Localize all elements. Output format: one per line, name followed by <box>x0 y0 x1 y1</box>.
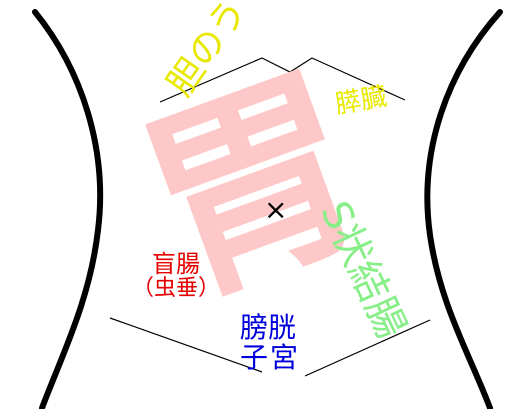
cecum-label: 盲腸 <box>152 250 200 278</box>
left-inguinal-line <box>109 317 263 373</box>
bladder-label: 膀胱 <box>240 311 297 344</box>
right-torso-outline <box>424 9 503 409</box>
appendix-label: （虫垂） <box>132 276 221 301</box>
center-cross-mark: × <box>264 193 288 226</box>
uterus-label: 子宮 <box>240 341 301 374</box>
left-torso-outline <box>32 9 104 409</box>
right-inguinal-line <box>304 319 431 377</box>
rib-cage-line <box>159 57 406 103</box>
